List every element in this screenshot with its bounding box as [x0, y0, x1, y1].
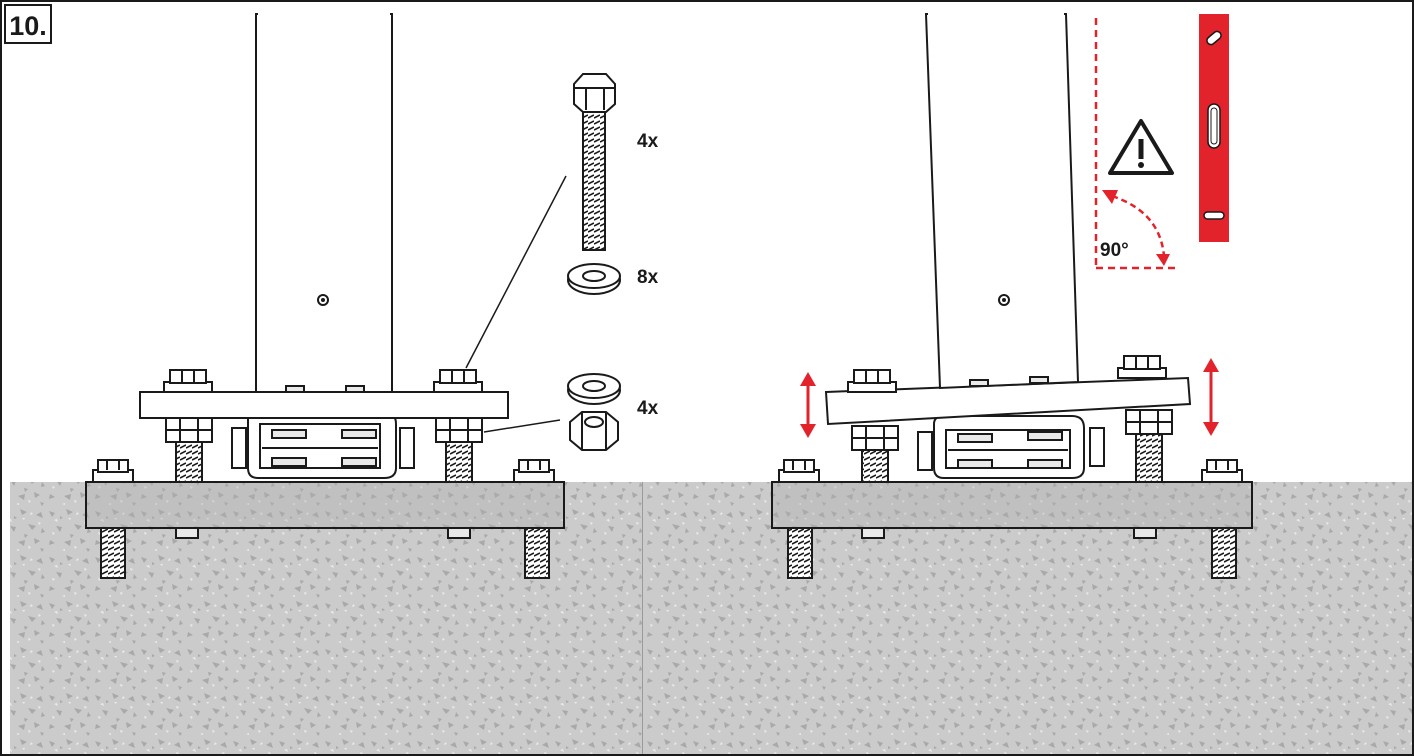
- post: [255, 13, 393, 393]
- nut-quantity: 4x: [637, 398, 659, 419]
- nut-icon: [569, 411, 619, 451]
- top-nut: [433, 369, 483, 393]
- washer-icon: [567, 373, 621, 405]
- right-assembly: [771, 12, 1253, 579]
- right-angle-indicator: [1094, 18, 1176, 270]
- top-plate: [139, 391, 509, 419]
- top-nut: [1117, 355, 1167, 379]
- u-bracket: [231, 411, 415, 479]
- base-plate: [85, 481, 565, 529]
- warning-triangle-icon: [1108, 119, 1174, 175]
- spirit-level-icon: [1199, 14, 1229, 242]
- post-tilted: [924, 13, 1080, 390]
- step-number-badge: 10.: [4, 4, 52, 44]
- bolt-icon: [573, 73, 616, 251]
- left-assembly: [85, 12, 567, 579]
- base-nut: [513, 459, 555, 483]
- washer-icon: [567, 263, 621, 295]
- top-nut: [163, 369, 213, 393]
- base-nut: [778, 459, 820, 483]
- angle-label: 90°: [1100, 240, 1129, 261]
- washer-quantity: 8x: [637, 267, 659, 288]
- base-plate: [771, 481, 1253, 529]
- adjust-height-arrow-icon: [1203, 358, 1219, 436]
- bolt-quantity: 4x: [637, 131, 659, 152]
- u-bracket: [917, 415, 1105, 479]
- top-nut: [847, 369, 897, 393]
- step-number: 10.: [9, 11, 47, 41]
- base-nut: [92, 459, 134, 483]
- adjust-height-arrow-icon: [800, 372, 816, 438]
- base-nut: [1201, 459, 1243, 483]
